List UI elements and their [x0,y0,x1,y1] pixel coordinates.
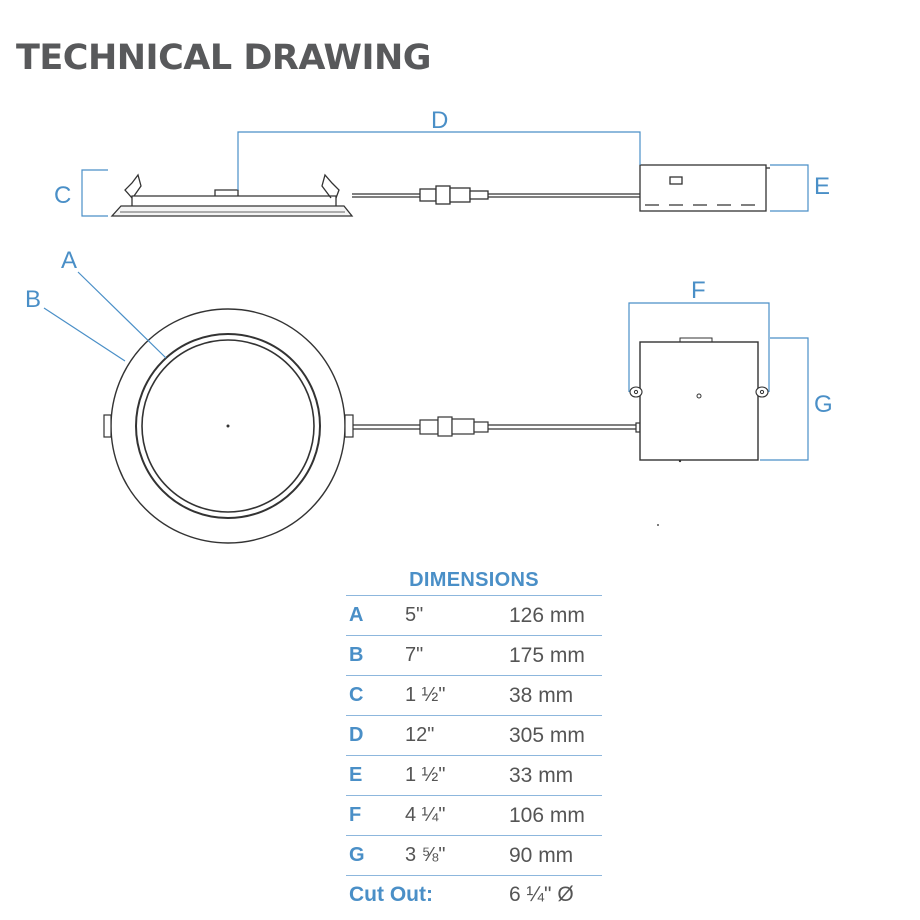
dimensions-table: DIMENSIONS A 5" 126 mm B 7" 175 mm C 1 ½" 38 mm… [346,565,602,914]
dimension-imperial: 12" [405,724,435,746]
dimension-letter: A [349,604,364,626]
dimension-row: A 5" 126 mm [346,595,602,636]
plan-connector [419,419,439,435]
dimension-metric: 90 mm [509,843,574,867]
side-view [110,164,770,217]
dimension-metric: 33 mm [509,763,574,787]
dimension-letter: D [349,724,364,746]
dimension-row: G 3 ⅝" 90 mm [346,836,602,876]
dimension-imperial: 3 ⅝" [405,844,446,866]
dimension-row: C 1 ½" 38 mm [346,676,602,716]
dim-line-d [237,131,641,190]
dimension-letter: E [349,764,363,786]
dimension-metric: 106 mm [509,803,585,827]
label-g: G [814,391,833,418]
dimension-row: E 1 ½" 33 mm [346,756,602,796]
label-f: F [691,277,706,304]
side-clip-right [321,173,340,199]
side-trim [110,205,354,217]
label-d: D [431,107,448,134]
cutout-value: 6 ¼" Ø [509,883,574,906]
dimension-imperial: 4 ¼" [405,804,446,826]
dimension-row: B 7" 175 mm [346,636,602,676]
dimension-letter: F [349,804,362,826]
dimension-letter: B [349,644,364,666]
dimension-metric: 38 mm [509,683,574,707]
plan-junction-box [639,341,759,461]
side-clip-left [124,173,142,199]
dimension-row: D 12" 305 mm [346,716,602,756]
dimension-row: F 4 ¼" 106 mm [346,796,602,836]
dimension-metric: 175 mm [509,643,585,667]
leader-a [77,271,167,359]
plan-dimensions [43,271,809,461]
dimension-metric: 305 mm [509,723,585,747]
page-title: TECHNICAL DRAWING [16,38,432,78]
dimension-letter: C [349,684,364,706]
dim-line-f [628,302,770,392]
label-e: E [814,173,830,200]
inner-lens-outer [135,333,321,519]
dimensions-title: DIMENSIONS [409,569,539,591]
leader-b [43,307,126,362]
dim-line-g [760,337,809,461]
label-b: B [25,286,41,313]
cutout-row: Cut Out: 6 ¼" Ø [346,876,602,914]
dimensions-rows: A 5" 126 mm B 7" 175 mm C 1 ½" 38 mm D 12" 305 mm E… [346,595,602,876]
side-junction-box [639,164,767,212]
dimension-metric: 126 mm [509,603,585,627]
plan-view [103,308,769,544]
inner-lens-inner [141,339,315,513]
dimension-imperial: 7" [405,644,424,666]
label-a: A [61,247,77,274]
dimension-imperial: 5" [405,604,424,626]
technical-drawing: C D E A B F G [25,107,833,544]
dim-line-c [81,169,108,217]
dim-line-e [770,164,809,212]
label-c: C [54,182,71,209]
dimension-imperial: 1 ½" [405,764,446,786]
dimension-imperial: 1 ½" [405,684,446,706]
side-body [131,195,337,206]
side-dimensions [81,131,809,217]
cutout-label: Cut Out: [349,883,433,906]
dimension-letter: G [349,844,365,866]
side-connector [419,188,437,202]
